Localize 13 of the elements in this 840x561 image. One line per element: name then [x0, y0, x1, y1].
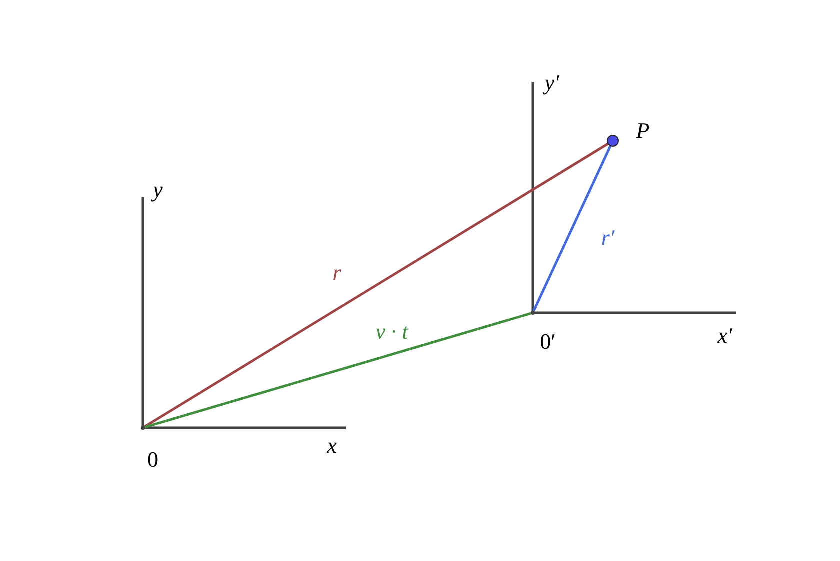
origin-point	[141, 426, 145, 430]
vector-label: v · t	[376, 321, 408, 343]
origin-label: 0′	[540, 331, 556, 353]
vector-label: r′	[601, 227, 615, 249]
axis-label: x	[327, 435, 337, 457]
origin-label: 0	[148, 449, 158, 471]
axis-label: y′	[544, 72, 560, 94]
axis-label: x′	[718, 325, 732, 347]
point-marker	[607, 135, 619, 147]
axis-label: y	[153, 179, 163, 201]
origin-point	[531, 311, 535, 315]
point-label: P	[636, 120, 650, 142]
vector-label: r	[332, 262, 342, 284]
